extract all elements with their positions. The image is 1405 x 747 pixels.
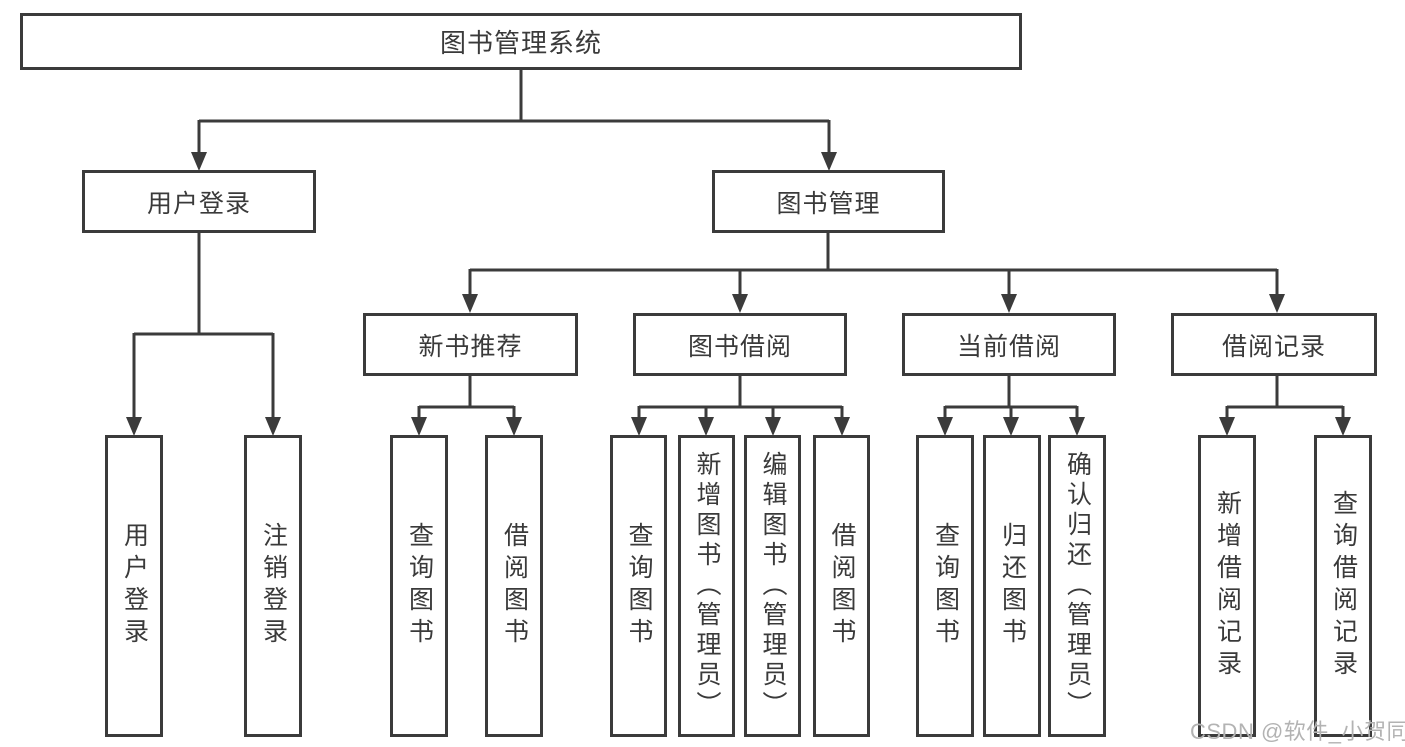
leaf-return-books: 归还图书 [983,435,1041,737]
leaf-borrow-books: 借阅图书 [813,435,870,737]
leaf-query-books-current: 查询图书 [916,435,974,737]
node-book-management: 图书管理 [712,170,945,233]
leaf-add-borrow-record: 新增借阅记录 [1198,435,1256,737]
node-borrow-records: 借阅记录 [1171,313,1377,376]
leaf-query-borrow-record: 查询借阅记录 [1314,435,1372,737]
node-current-borrowing: 当前借阅 [902,313,1116,376]
leaf-logout: 注销登录 [244,435,302,737]
node-library-management-system: 图书管理系统 [20,13,1022,70]
csdn-watermark: CSDN @软件_小贺同学 [1190,719,1405,744]
leaf-add-books-admin: 新增图书（管理员） [678,435,735,737]
node-new-book-recommend: 新书推荐 [363,313,578,376]
leaf-user-login: 用户登录 [105,435,163,737]
node-user-login: 用户登录 [82,170,316,233]
leaf-borrow-books-recommend: 借阅图书 [485,435,543,737]
leaf-confirm-return-admin: 确认归还（管理员） [1048,435,1106,737]
node-book-borrowing: 图书借阅 [633,313,847,376]
leaf-query-books-borrowing: 查询图书 [610,435,667,737]
leaf-edit-books-admin: 编辑图书（管理员） [744,435,801,737]
leaf-query-books-recommend: 查询图书 [390,435,448,737]
